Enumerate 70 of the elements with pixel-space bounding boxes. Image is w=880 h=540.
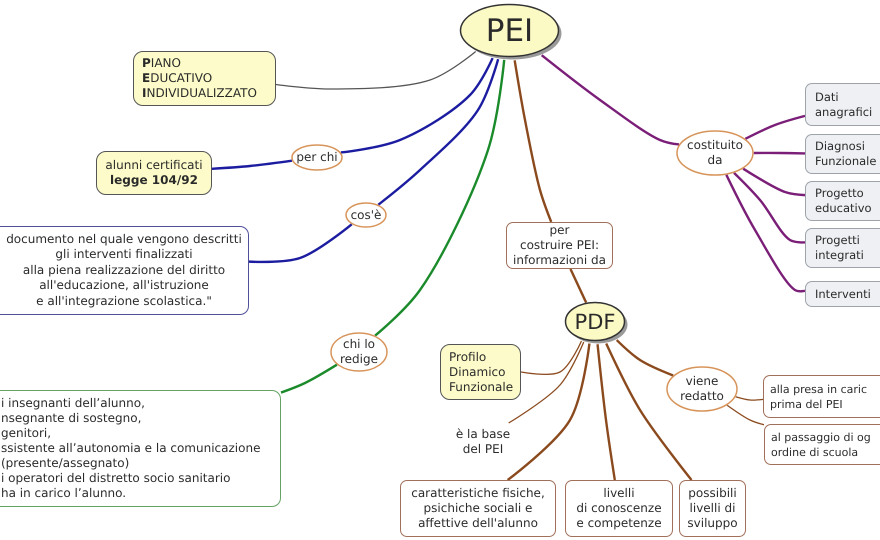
concept-text: documento nel quale vengono descritti gli interventi finalizzati alla piena realizzazione del diritto all'educazione, all'istruzione e all'integrazione scolastica." (6, 232, 242, 310)
connector-line (340, 58, 494, 154)
connector-line (280, 364, 338, 394)
connector-line (733, 172, 806, 244)
connector-line (506, 343, 591, 481)
concept-text: Progetti integrati (815, 233, 864, 263)
concept-box (0, 390, 281, 507)
topic-ellipse (458, 2, 564, 62)
concept-box (133, 51, 276, 106)
connector-line (513, 60, 552, 222)
topic-label: PDF (574, 310, 616, 334)
connector-line (248, 223, 352, 264)
note-text: è la base del PEI (456, 427, 510, 457)
concept-box (805, 281, 880, 307)
connector-line (596, 344, 616, 480)
concept-box (0, 226, 249, 315)
concept-text: Progetto educativo (815, 186, 872, 216)
connector-line (540, 54, 680, 146)
linking-ellipse (666, 366, 738, 412)
connector-line (569, 268, 588, 304)
concept-box (96, 151, 212, 195)
concept-text: PIANO EDUCATIVO INDIVIDUALIZZATO (142, 56, 257, 101)
topic-label: PEI (486, 14, 534, 48)
connector-line (508, 342, 584, 424)
linking-ellipse (345, 202, 387, 228)
connector-line (378, 58, 500, 206)
concept-text: Interventi (815, 286, 871, 302)
connector-line (605, 343, 692, 481)
concept-box (805, 134, 880, 174)
linking-ellipse (330, 332, 388, 372)
concept-box (679, 480, 746, 537)
concept-text: alunni certificati legge 104/92 (105, 158, 203, 188)
concept-text: Profilo Dinamico Funzionale (449, 350, 514, 394)
concept-text: Dati anagrafici (815, 90, 872, 120)
concept-box (565, 480, 673, 537)
connector-line (744, 114, 806, 140)
connector-line (520, 340, 582, 375)
linking-ellipse (291, 144, 343, 171)
connector-line (726, 404, 764, 426)
concept-text: livelli di conoscenze e competenze (576, 486, 662, 531)
linking-phrase: cos'è (350, 208, 382, 222)
connector-line (725, 174, 806, 292)
concept-box (763, 375, 880, 418)
concept-box (506, 222, 613, 269)
concept-box (764, 424, 880, 465)
concept-box (400, 480, 556, 537)
connector-line (212, 160, 292, 170)
linking-phrase: chi lo redige (340, 337, 378, 367)
concept-box (805, 181, 880, 221)
concept-text: i insegnanti dell’alunno, nsegnante di sostegno, genitori, ssistente all’autonomia e la comunicazione (presente/assegnato) i operatori del distretto socio sanitario ha in carico l’alunno. (1, 396, 260, 501)
connector-line (374, 60, 506, 337)
concept-text: caratteristiche fisiche, psichiche sociali e affettive dell'alunno (411, 486, 545, 531)
concept-text: possibili livelli di sviluppo (687, 486, 738, 531)
linking-phrase: viene redatto (680, 374, 724, 404)
concept-text: al passaggio di og ordine di scuola (771, 430, 871, 460)
concept-text: per costruire PEI: informazioni da (513, 223, 606, 268)
concept-text: alla presa in caric prima del PEI (770, 382, 868, 412)
concept-box (440, 344, 521, 400)
concept-box (805, 83, 880, 126)
concept-box (805, 228, 880, 268)
linking-phrase: costituito da (687, 138, 743, 168)
linking-phrase: per chi (296, 150, 338, 165)
connector-line (736, 396, 764, 401)
connector-line (276, 51, 476, 90)
connector-line (616, 339, 674, 377)
topic-ellipse (563, 300, 630, 346)
connector-line (742, 168, 806, 196)
linking-ellipse (676, 130, 754, 176)
concept-text: Diagnosi Funzionale (815, 139, 876, 169)
connector-line (754, 152, 806, 155)
